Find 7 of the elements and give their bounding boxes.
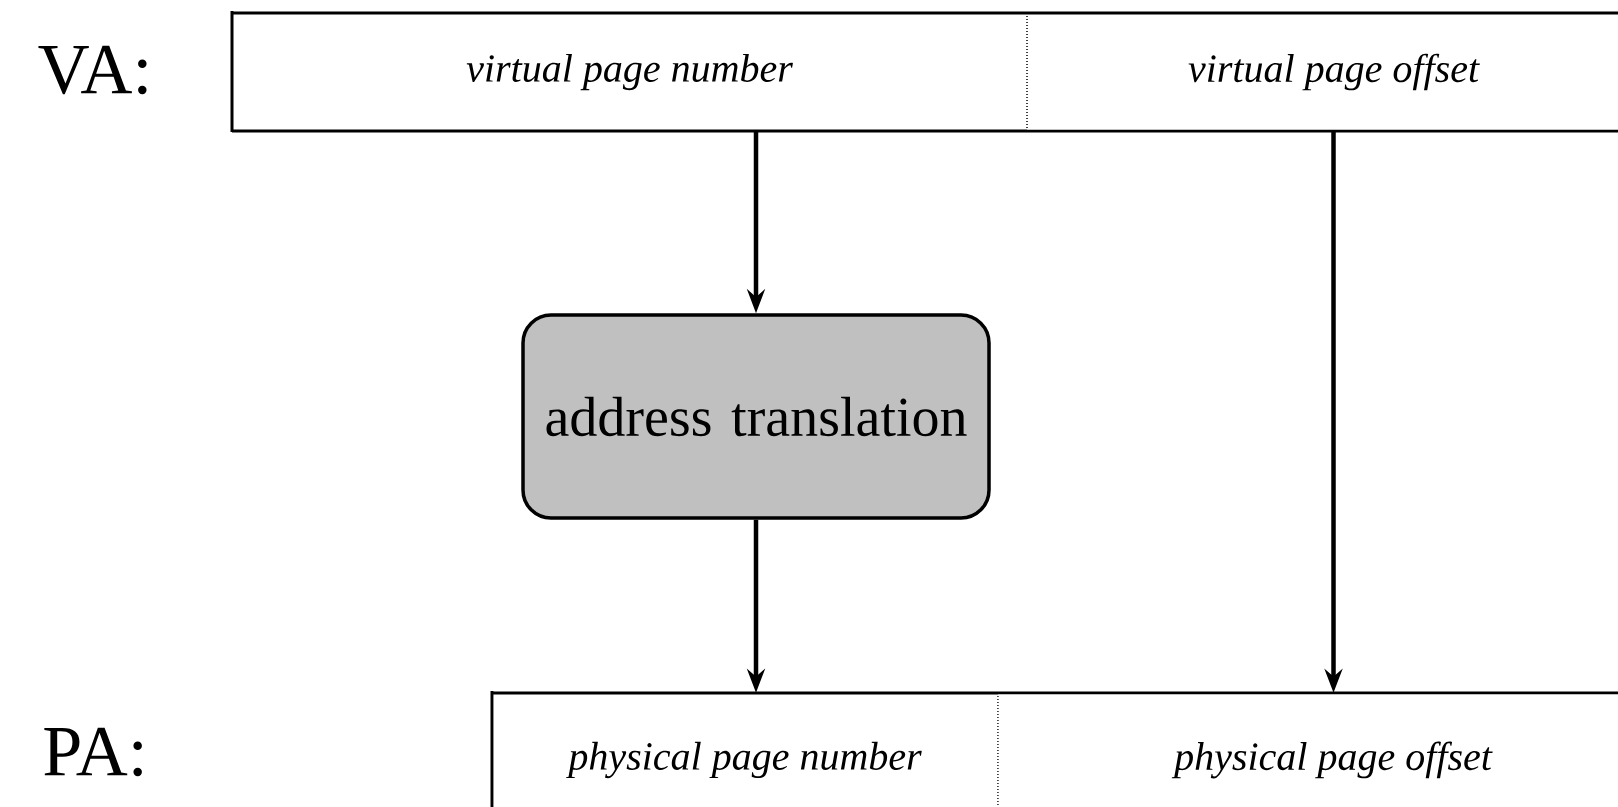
address-label: VA: [38,45,147,95]
field-cell: virtual page number [230,11,1028,133]
field-cell: physical page number [490,691,999,807]
process-box: address translation [521,313,991,520]
address-label: PA: [44,727,142,777]
field-cell: virtual page offset [1026,11,1618,133]
field-cell: physical page offset [997,691,1618,807]
